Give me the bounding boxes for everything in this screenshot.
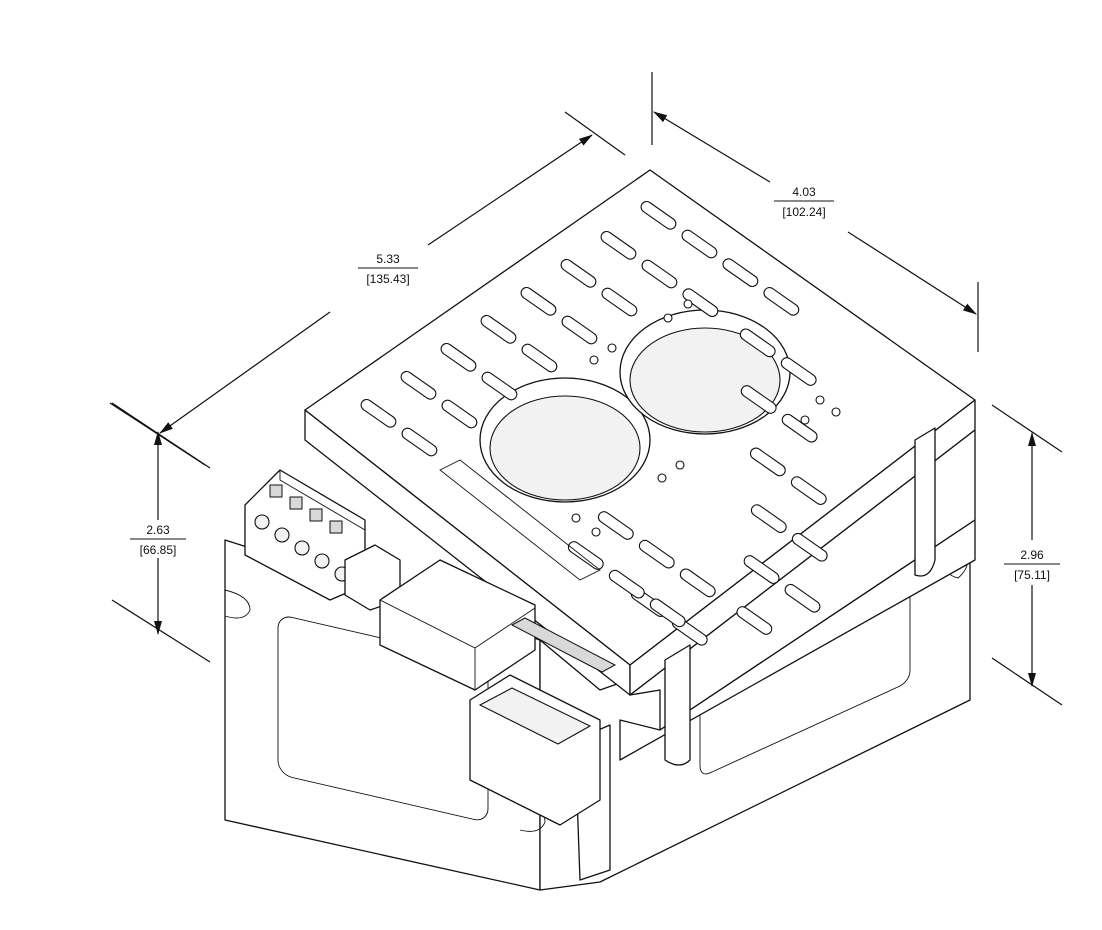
right-clip — [915, 428, 935, 576]
side-height-metric: [75.11] — [1014, 568, 1050, 582]
length-value: 5.33 — [376, 252, 400, 266]
fan-inner-left — [490, 396, 640, 500]
length-metric: [135.43] — [366, 272, 409, 286]
front-clip — [665, 645, 690, 765]
length-label: 5.33 [135.43] — [358, 252, 418, 286]
side-height-ext-top — [992, 405, 1062, 452]
width-value: 4.03 — [792, 185, 816, 199]
width-dimension-left — [654, 112, 770, 182]
width-metric: [102.24] — [782, 205, 825, 219]
side-height-label: 2.96 [75.11] — [1004, 548, 1060, 582]
side-height-ext-bottom — [992, 658, 1062, 705]
front-height-ext-top — [112, 403, 210, 468]
front-height-value: 2.63 — [146, 523, 170, 537]
length-extension-top — [565, 112, 625, 155]
width-label: 4.03 [102.24] — [774, 185, 834, 219]
side-height-value: 2.96 — [1020, 548, 1044, 562]
front-height-ext-bottom — [112, 600, 210, 662]
front-height-label: 2.63 [66.85] — [130, 523, 186, 557]
width-dimension-right — [848, 232, 976, 314]
front-height-metric: [66.85] — [140, 543, 177, 557]
